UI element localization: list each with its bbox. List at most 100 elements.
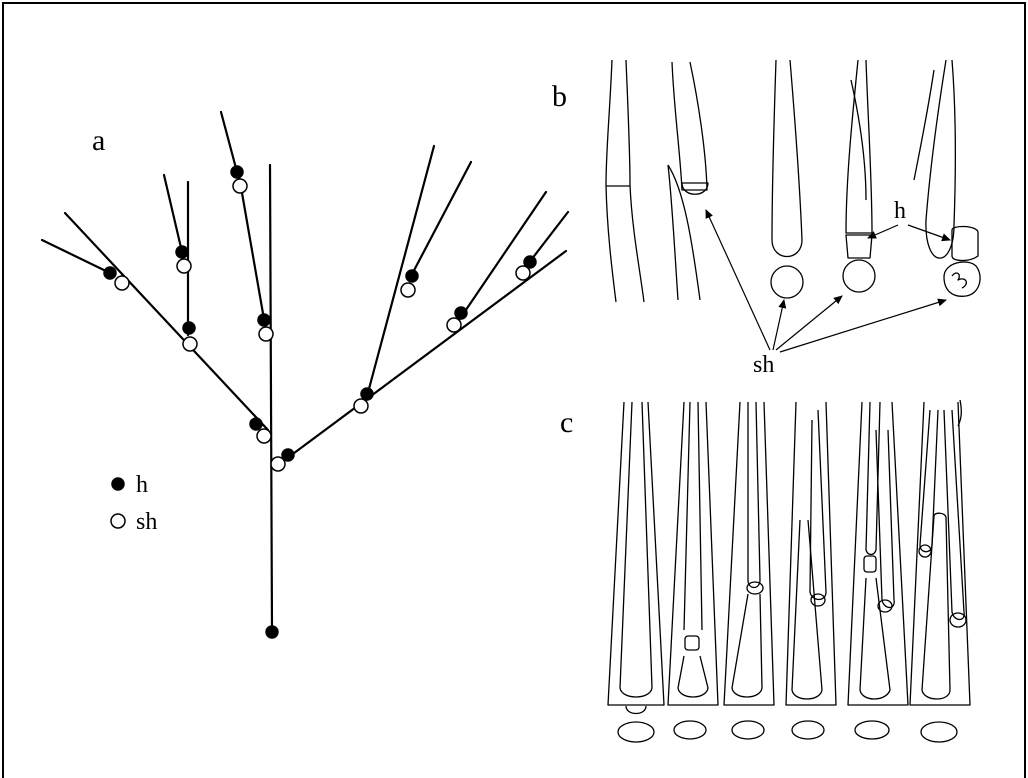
right-lower-twig — [408, 160, 473, 280]
sh-node — [515, 265, 531, 281]
sheath-outline — [667, 401, 719, 706]
filament-4-sh-cell — [842, 259, 876, 293]
b-h-label: h — [894, 198, 906, 224]
filament-5-outer — [913, 69, 935, 181]
panel-b-drawing — [605, 59, 981, 303]
sheath-inner-lower — [859, 577, 891, 700]
h-node — [257, 313, 271, 327]
sheath-outline — [909, 401, 971, 706]
sheath-5 — [847, 401, 909, 740]
sh-arrow — [775, 295, 843, 351]
panel-c: c — [560, 399, 971, 743]
sh-node — [353, 398, 369, 414]
panel-c-drawing — [607, 399, 971, 743]
center-branch — [236, 168, 267, 327]
center-twig — [219, 110, 239, 174]
sh-arrow — [779, 298, 947, 353]
right-primary-branch — [276, 249, 568, 467]
h-node — [182, 321, 196, 335]
filament-2-lower — [667, 164, 701, 301]
h-node — [405, 269, 419, 283]
sheath-outline — [847, 401, 909, 706]
legend-h-label: h — [136, 472, 148, 498]
filament-1 — [625, 59, 645, 303]
panel-a: a — [40, 110, 570, 639]
sheath-1 — [607, 401, 665, 743]
sheath-outline — [785, 401, 837, 706]
sheath-basal-cell — [854, 720, 890, 740]
h-node — [523, 255, 537, 269]
sheath-inner-mid — [943, 409, 965, 621]
sheath-inner — [619, 401, 653, 698]
filament-5 — [925, 59, 956, 259]
panel-b: b h — [552, 59, 981, 378]
filament-1 — [605, 59, 617, 303]
filament-4-h-cell — [845, 234, 873, 259]
filament-2-cap — [681, 182, 709, 195]
sh-arrow — [705, 209, 771, 351]
left-primary-branch — [63, 211, 270, 432]
legend-sh-symbol — [110, 513, 126, 529]
h-nodes — [103, 165, 537, 639]
sheath-inner-lower — [921, 512, 951, 700]
filament-4-sheath — [850, 79, 867, 201]
legend: h sh — [110, 472, 157, 535]
sh-node — [446, 317, 462, 333]
sh-arrow — [772, 299, 787, 351]
sh-node — [270, 456, 286, 472]
filament-5-sh-texture — [951, 272, 967, 289]
sheath-inner-lower — [791, 519, 823, 700]
sheath-2 — [667, 401, 719, 740]
main-axis — [268, 163, 274, 634]
right-lower-branch — [364, 144, 436, 402]
sheath-6 — [909, 399, 971, 743]
filament-4 — [845, 59, 873, 234]
h-node — [360, 387, 374, 401]
sheath-basal-cell — [673, 720, 707, 740]
sheath-basal-join — [625, 705, 647, 715]
sheath-3 — [723, 401, 775, 740]
h-node — [454, 306, 468, 320]
left-mid-twig — [162, 173, 184, 254]
sheath-tip — [957, 399, 962, 427]
sheath-inner — [865, 401, 881, 556]
sheath-inner — [747, 401, 761, 589]
panel-c-label: c — [560, 406, 573, 439]
sheath-inner-lower — [731, 593, 763, 698]
sheath-4 — [785, 401, 837, 740]
sh-node — [176, 258, 192, 274]
sh-node — [256, 428, 272, 444]
sheath-basal-cell — [617, 721, 655, 743]
h-node — [281, 448, 295, 462]
right-upper-branch — [453, 190, 548, 328]
panel-b-annotations: h sh — [705, 198, 951, 378]
panel-a-label: a — [92, 124, 105, 157]
sheath-sh-cell — [746, 581, 764, 595]
filament-2-lower — [667, 164, 679, 301]
sh-node — [400, 282, 416, 298]
sheath-inner — [683, 401, 703, 631]
sheath-sh-cell — [877, 599, 893, 613]
filament-3-sh-cell — [770, 265, 804, 299]
sheath-basal-cell — [920, 721, 958, 743]
sheath-h-cell — [684, 635, 700, 651]
h-node — [175, 245, 189, 259]
filament-5-h-cell — [951, 225, 979, 262]
branch-system — [40, 110, 570, 634]
h-node — [230, 165, 244, 179]
sh-node — [182, 336, 198, 352]
filament-2 — [671, 61, 708, 191]
sheath-inner — [809, 409, 827, 601]
filament-3 — [771, 59, 803, 257]
left-twig — [40, 238, 112, 275]
b-sh-label: sh — [753, 352, 774, 378]
sheath-inner-lower — [677, 655, 709, 698]
legend-sh-label: sh — [136, 509, 157, 535]
sh-nodes — [114, 178, 531, 472]
sheath-outline — [607, 401, 665, 706]
sheath-h-cell — [863, 555, 877, 573]
sheath-basal-cell — [791, 720, 825, 740]
sh-node — [232, 178, 248, 194]
